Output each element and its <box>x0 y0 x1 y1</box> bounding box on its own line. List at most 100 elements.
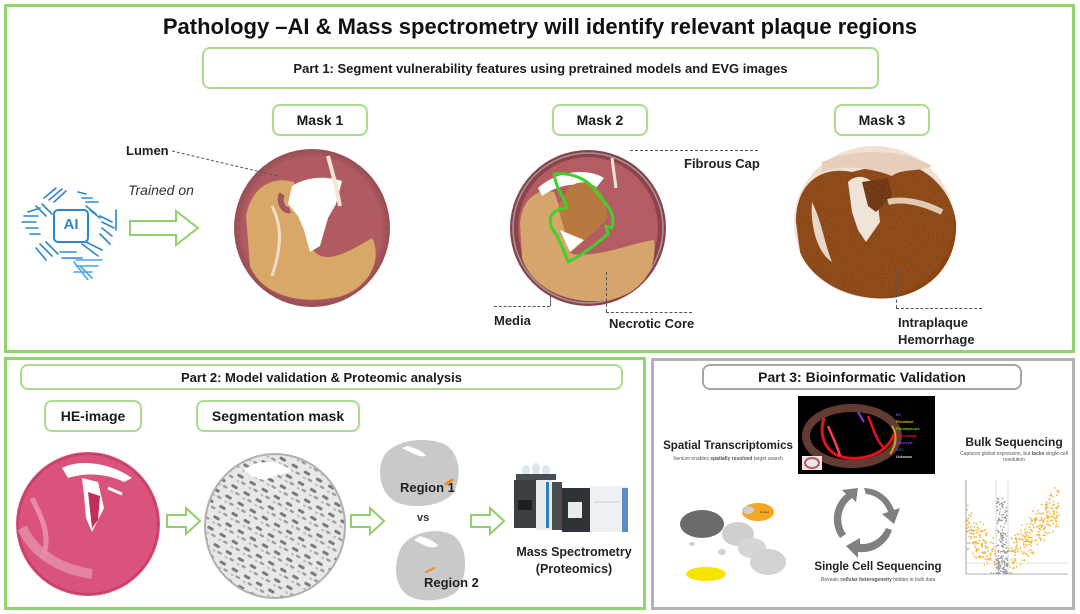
volcano-point <box>1031 530 1034 533</box>
hemorrhage-annotation-line1: Intraplaque <box>898 315 969 330</box>
volcano-point <box>1046 516 1049 519</box>
volcano-point <box>992 572 995 574</box>
volcano-point <box>1040 503 1043 506</box>
volcano-point <box>1035 526 1038 528</box>
single-cell-sequencing-subtitle: Reveals cellular heterogeneity hidden in… <box>808 577 948 583</box>
volcano-point <box>1035 518 1038 521</box>
volcano-point <box>1051 496 1054 498</box>
volcano-point <box>997 523 999 525</box>
volcano-point <box>1025 533 1028 536</box>
volcano-point <box>1000 551 1002 553</box>
volcano-point <box>999 532 1002 534</box>
volcano-point <box>973 522 976 524</box>
volcano-point <box>1044 509 1047 511</box>
volcano-point <box>1003 566 1005 569</box>
volcano-point <box>978 539 981 542</box>
volcano-point <box>1001 539 1003 541</box>
volcano-point <box>1045 505 1047 507</box>
volcano-point <box>968 522 970 525</box>
volcano-point <box>1029 536 1032 539</box>
volcano-point <box>1001 497 1004 499</box>
volcano-point <box>1003 564 1006 567</box>
volcano-point <box>1001 550 1003 553</box>
volcano-point <box>1031 536 1033 539</box>
volcano-point <box>990 541 992 544</box>
mask3-label: Mask 3 <box>834 104 930 136</box>
volcano-point <box>1003 546 1005 549</box>
volcano-point <box>1002 560 1004 562</box>
volcano-point <box>1027 555 1030 557</box>
volcano-point <box>1014 551 1017 554</box>
volcano-point <box>1028 526 1031 529</box>
volcano-point <box>970 530 973 532</box>
volcano-point <box>1002 571 1005 573</box>
spatial-legend-item: Macrophage <box>896 434 918 438</box>
mask3-hemorrhage-image <box>792 142 962 304</box>
volcano-point <box>999 565 1002 568</box>
volcano-point <box>1004 510 1007 512</box>
volcano-point <box>968 514 971 517</box>
volcano-point <box>1046 503 1048 506</box>
volcano-point <box>1005 506 1008 509</box>
volcano-point <box>1052 523 1055 525</box>
volcano-point <box>970 532 973 535</box>
volcano-point <box>1046 532 1048 534</box>
volcano-point <box>986 546 989 549</box>
spatial-legend-item: Fibroblast <box>896 420 914 424</box>
volcano-point <box>1051 530 1054 533</box>
volcano-point <box>998 513 1001 515</box>
volcano-point <box>979 556 982 559</box>
volcano-point <box>1005 572 1008 574</box>
volcano-point <box>1002 555 1005 557</box>
volcano-point <box>1004 516 1007 518</box>
volcano-point <box>1052 507 1055 510</box>
volcano-point <box>979 521 982 523</box>
volcano-point <box>1002 534 1004 537</box>
volcano-point <box>1003 526 1005 528</box>
volcano-point <box>1005 514 1008 517</box>
volcano-point <box>1053 487 1056 489</box>
volcano-point <box>1002 532 1005 535</box>
volcano-point <box>1005 541 1007 543</box>
bulk-sequencing-title: Bulk Sequencing <box>965 435 1063 449</box>
volcano-point <box>1011 547 1013 549</box>
volcano-point <box>986 559 988 561</box>
volcano-point <box>1040 537 1042 540</box>
volcano-point <box>987 550 989 552</box>
volcano-point <box>1009 566 1012 568</box>
volcano-point <box>1001 516 1004 519</box>
volcano-point <box>974 545 977 548</box>
volcano-point <box>1034 539 1037 541</box>
volcano-point <box>968 541 971 544</box>
media-leader-line-vertical <box>550 296 551 306</box>
volcano-point <box>1007 547 1010 550</box>
volcano-point <box>1000 541 1003 544</box>
volcano-point <box>1001 504 1004 506</box>
volcano-point <box>1000 537 1002 539</box>
volcano-point <box>1017 548 1020 551</box>
part3-header-text: Part 3: Bioinformatic Validation <box>758 369 966 385</box>
volcano-point <box>1025 538 1028 541</box>
volcano-point <box>1041 519 1044 521</box>
volcano-point <box>973 540 976 543</box>
volcano-point <box>1057 502 1060 505</box>
part2-header-text: Part 2: Model validation & Proteomic ana… <box>180 369 463 385</box>
necrotic-core-leader-line <box>606 312 692 313</box>
volcano-point <box>999 525 1002 527</box>
volcano-point <box>1031 519 1033 522</box>
volcano-point <box>966 519 969 522</box>
volcano-point <box>1022 534 1024 537</box>
volcano-point <box>1058 514 1060 516</box>
volcano-point <box>1031 524 1034 526</box>
spatial-subtitle-pre: Xenium enables <box>673 456 711 462</box>
volcano-point <box>998 517 1000 519</box>
volcano-point <box>1010 572 1013 574</box>
volcano-point <box>1030 541 1033 544</box>
necrotic-core-leader-line-vertical <box>606 272 607 312</box>
volcano-point <box>979 534 981 537</box>
volcano-point <box>1030 548 1032 551</box>
volcano-point <box>1040 516 1043 519</box>
ms-label-line2: (Proteomics) <box>535 562 613 576</box>
volcano-point <box>992 542 994 545</box>
single-cell-sequencing-title: Single Cell Sequencing <box>814 561 942 573</box>
